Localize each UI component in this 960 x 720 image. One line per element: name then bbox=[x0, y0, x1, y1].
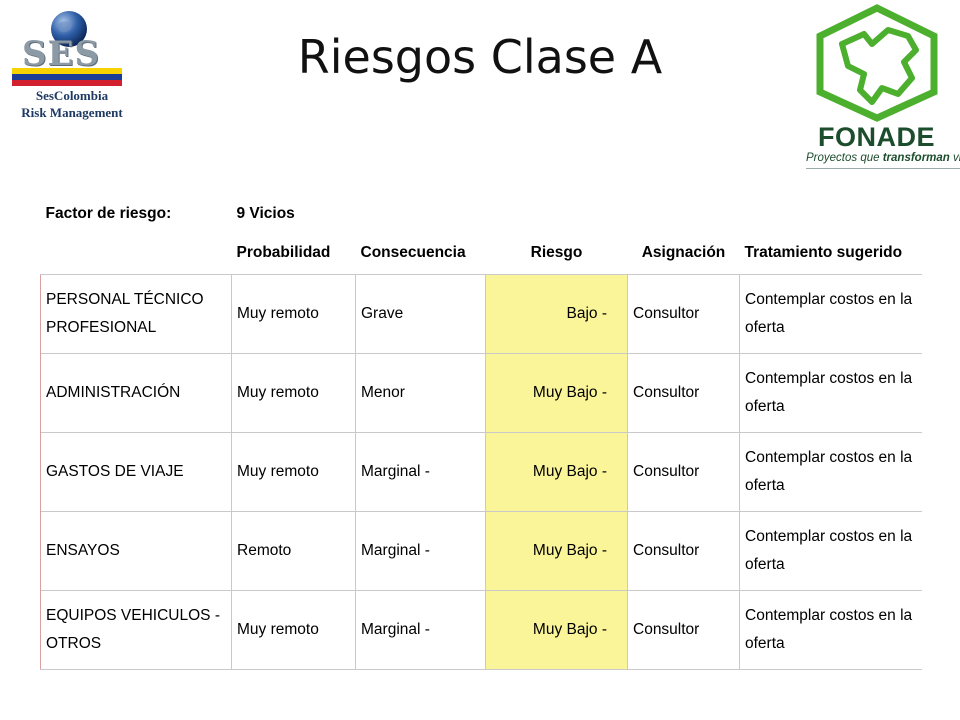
cell-factor: GASTOS DE VIAJE bbox=[40, 432, 232, 512]
logo-company-subtitle: Risk Management bbox=[21, 105, 123, 120]
factor-value: 9 Vicios bbox=[236, 205, 295, 222]
header-probabilidad: Probabilidad bbox=[236, 244, 331, 261]
cell-riesgo: Muy Bajo - bbox=[485, 432, 628, 512]
ses-wordmark: SES bbox=[22, 34, 101, 74]
tagline-underline bbox=[806, 168, 960, 169]
fonade-tagline: Proyectos que transforman vida bbox=[806, 152, 960, 164]
cell-asignacion: Consultor bbox=[627, 274, 740, 354]
cell-riesgo: Muy Bajo - bbox=[485, 511, 628, 591]
table-row: ADMINISTRACIÓN Muy remoto Menor Muy Bajo… bbox=[40, 353, 922, 433]
page-title: Riesgos Clase A bbox=[297, 30, 663, 84]
table-row: PERSONAL TÉCNICO PROFESIONAL Muy remoto … bbox=[40, 274, 922, 354]
cell-factor: PERSONAL TÉCNICO PROFESIONAL bbox=[40, 274, 232, 354]
cell-consecuencia: Marginal - bbox=[355, 432, 486, 512]
cell-tratamiento: Contemplar costos en la oferta bbox=[739, 432, 922, 512]
logo-company-name: SesColombia bbox=[35, 88, 109, 103]
header-tratamiento: Tratamiento sugerido bbox=[744, 244, 903, 261]
cell-consecuencia: Marginal - bbox=[355, 590, 486, 670]
cell-factor: EQUIPOS VEHICULOS - OTROS bbox=[40, 590, 232, 670]
header-consecuencia: Consecuencia bbox=[360, 244, 466, 261]
header-empty bbox=[41, 232, 232, 275]
cell-asignacion: Consultor bbox=[627, 432, 740, 512]
cell-probabilidad: Muy remoto bbox=[231, 590, 356, 670]
cell-tratamiento: Contemplar costos en la oferta bbox=[739, 274, 922, 354]
cell-factor: ENSAYOS bbox=[40, 511, 232, 591]
cell-factor: ADMINISTRACIÓN bbox=[40, 353, 232, 433]
cell-riesgo: Muy Bajo - bbox=[485, 590, 628, 670]
colombia-flag bbox=[12, 68, 122, 86]
cell-consecuencia: Menor bbox=[355, 353, 486, 433]
fonade-brand: FONADE bbox=[818, 122, 935, 152]
header-riesgo: Riesgo bbox=[530, 244, 583, 261]
factor-label: Factor de riesgo: bbox=[45, 205, 172, 222]
cell-consecuencia: Marginal - bbox=[355, 511, 486, 591]
cell-tratamiento: Contemplar costos en la oferta bbox=[739, 353, 922, 433]
factor-row: Factor de riesgo: 9 Vicios bbox=[41, 196, 922, 232]
table-header-row: Probabilidad Consecuencia Riesgo Asignac… bbox=[41, 232, 922, 275]
header-asignacion: Asignación bbox=[641, 244, 726, 261]
cell-asignacion: Consultor bbox=[627, 353, 740, 433]
cell-probabilidad: Muy remoto bbox=[231, 353, 356, 433]
sescolombia-logo: SES SesColombia Risk Management bbox=[4, 4, 140, 122]
table-row: ENSAYOS Remoto Marginal - Muy Bajo - Con… bbox=[40, 511, 922, 591]
cell-riesgo: Bajo - bbox=[485, 274, 628, 354]
cell-probabilidad: Remoto bbox=[231, 511, 356, 591]
cell-tratamiento: Contemplar costos en la oferta bbox=[739, 590, 922, 670]
cell-asignacion: Consultor bbox=[627, 511, 740, 591]
risk-table: Factor de riesgo: 9 Vicios Probabilidad … bbox=[40, 196, 922, 670]
cell-probabilidad: Muy remoto bbox=[231, 432, 356, 512]
cell-probabilidad: Muy remoto bbox=[231, 274, 356, 354]
cell-riesgo: Muy Bajo - bbox=[485, 353, 628, 433]
table-row: GASTOS DE VIAJE Muy remoto Marginal - Mu… bbox=[40, 432, 922, 512]
fonade-logo: FONADE Proyectos que transforman vida bbox=[800, 4, 960, 170]
globe-icon bbox=[51, 11, 87, 47]
cell-tratamiento: Contemplar costos en la oferta bbox=[739, 511, 922, 591]
cell-consecuencia: Grave bbox=[355, 274, 486, 354]
cell-asignacion: Consultor bbox=[627, 590, 740, 670]
fonade-hexagon-icon bbox=[816, 4, 938, 122]
table-row: EQUIPOS VEHICULOS - OTROS Muy remoto Mar… bbox=[40, 590, 922, 670]
